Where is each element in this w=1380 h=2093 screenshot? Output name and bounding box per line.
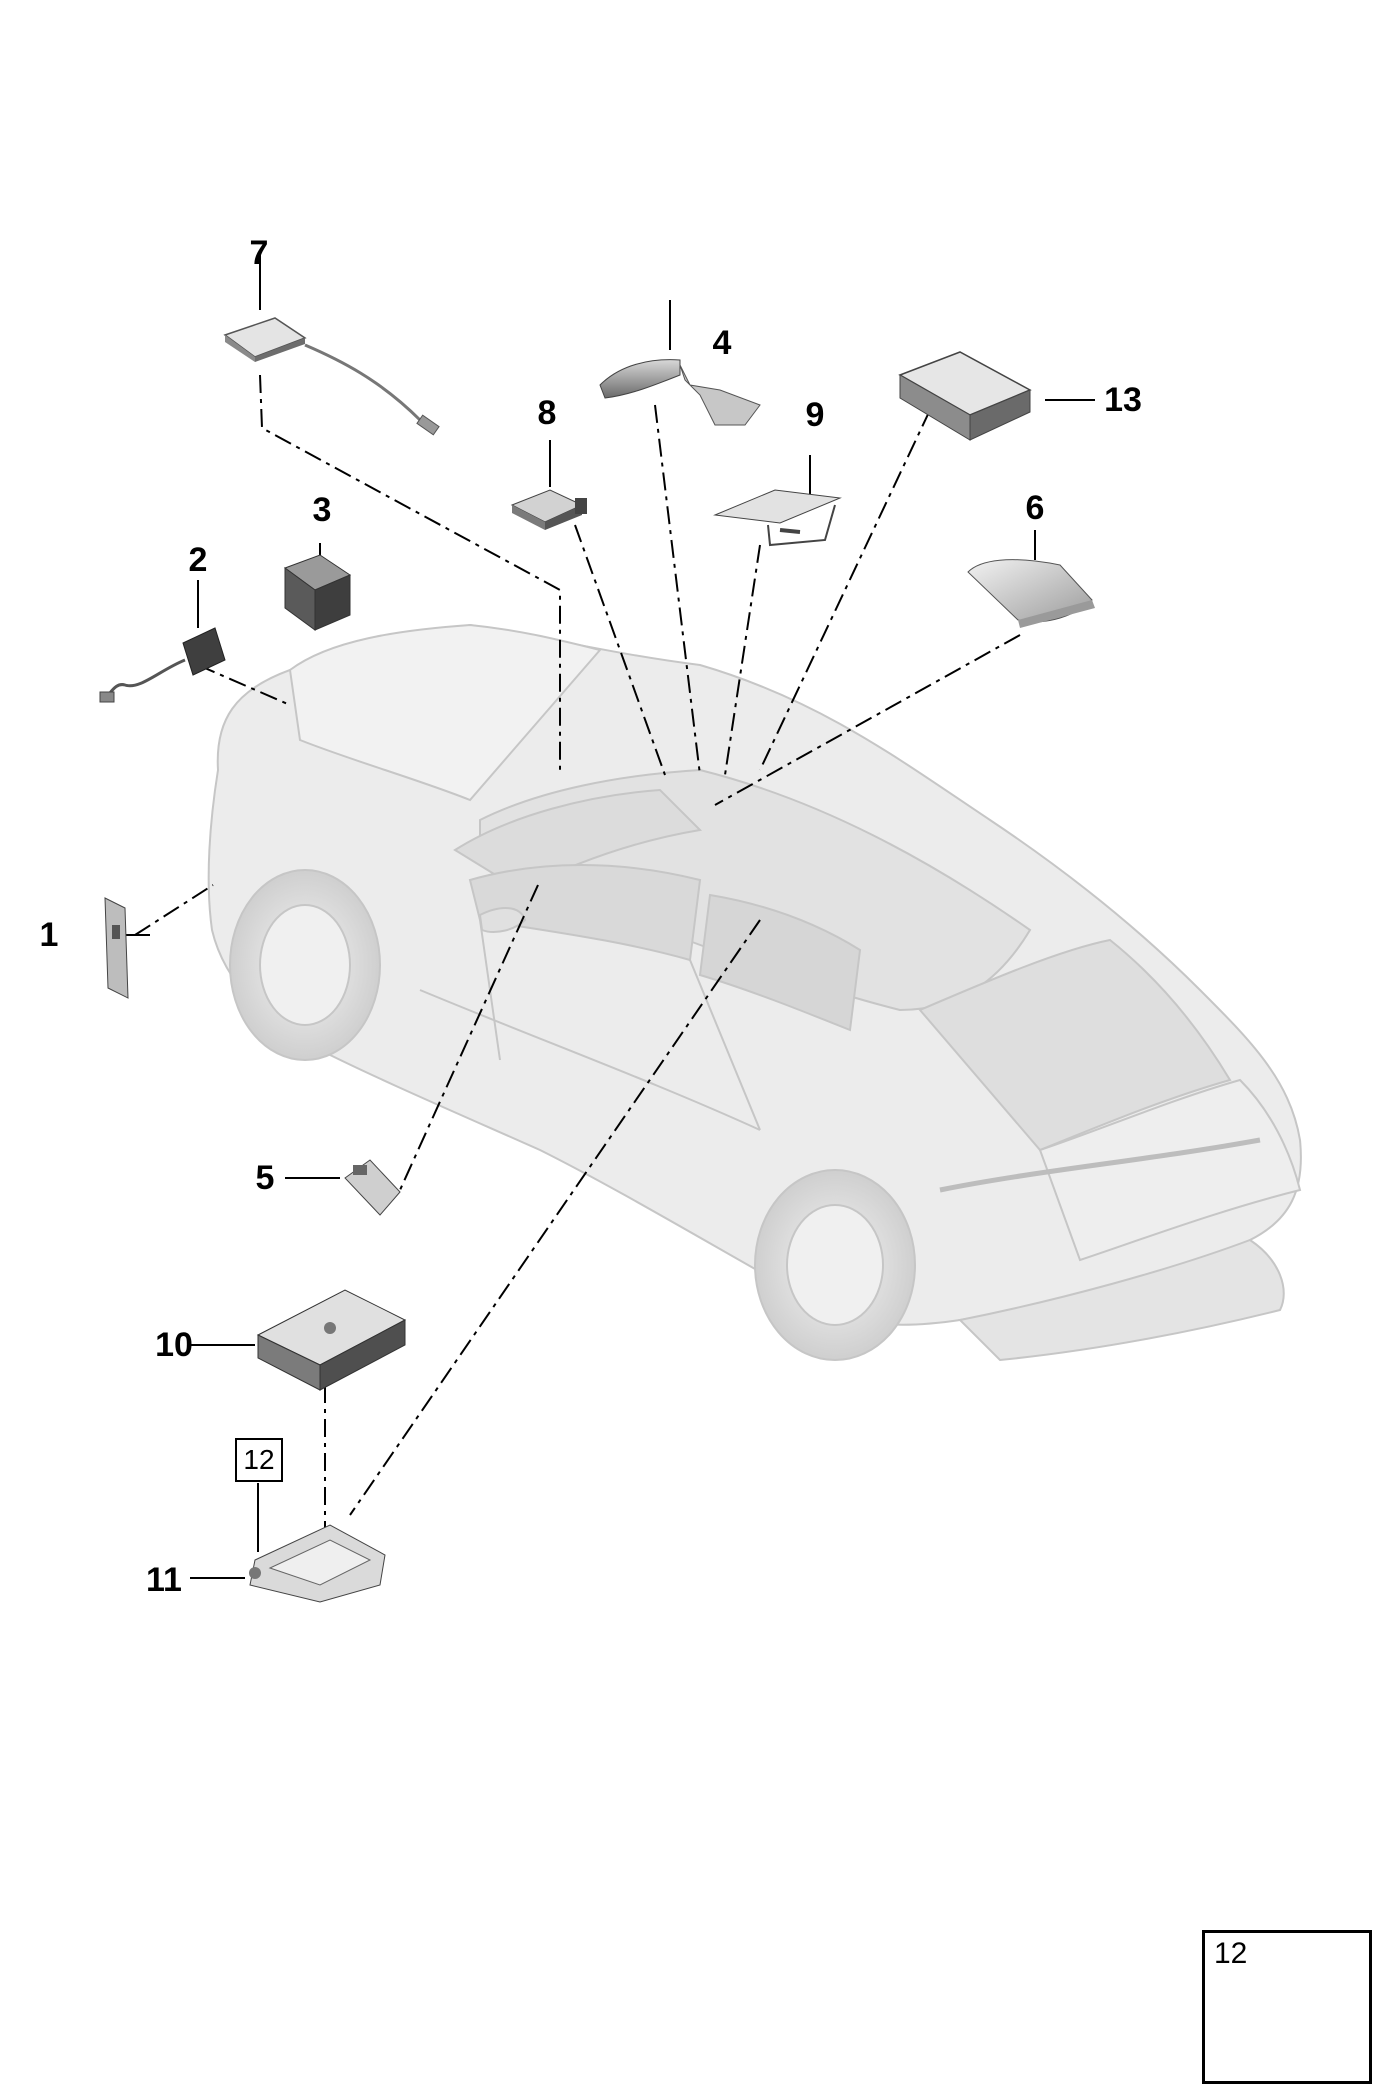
callout-8: 8 (537, 394, 557, 432)
part-5-clip-bracket (344, 1159, 401, 1216)
part-7-antenna-module (223, 317, 440, 436)
callout-10: 10 (155, 1326, 193, 1364)
callout-5: 5 (255, 1159, 275, 1197)
part-11-mounting-bracket (249, 1524, 386, 1603)
part-6-interior-light (967, 559, 1095, 628)
callout-9: 9 (805, 396, 825, 434)
part-4-roof-antenna (599, 359, 761, 426)
legend-box: 12 (1202, 1930, 1372, 2084)
part-1-panel (104, 897, 129, 999)
callout-13: 13 (1104, 381, 1142, 419)
callout-2: 2 (188, 541, 208, 579)
part-13-control-unit (898, 351, 1032, 441)
car-body (207, 623, 1302, 1362)
callout-3: 3 (312, 491, 332, 529)
part-9-bracket (713, 489, 842, 547)
part-8-sensor-module (510, 489, 587, 530)
callout-6: 6 (1025, 489, 1045, 527)
part-10-control-unit (256, 1289, 407, 1391)
callout-7: 7 (249, 234, 269, 272)
callout-11: 11 (146, 1561, 182, 1599)
part-2-antenna-pad (99, 627, 226, 703)
callout-1: 1 (39, 916, 59, 954)
callout-4: 4 (712, 324, 732, 362)
reference-box-12: 12 (235, 1438, 283, 1482)
legend-label: 12 (1214, 1937, 1248, 1970)
part-3-relay-box (283, 554, 352, 631)
